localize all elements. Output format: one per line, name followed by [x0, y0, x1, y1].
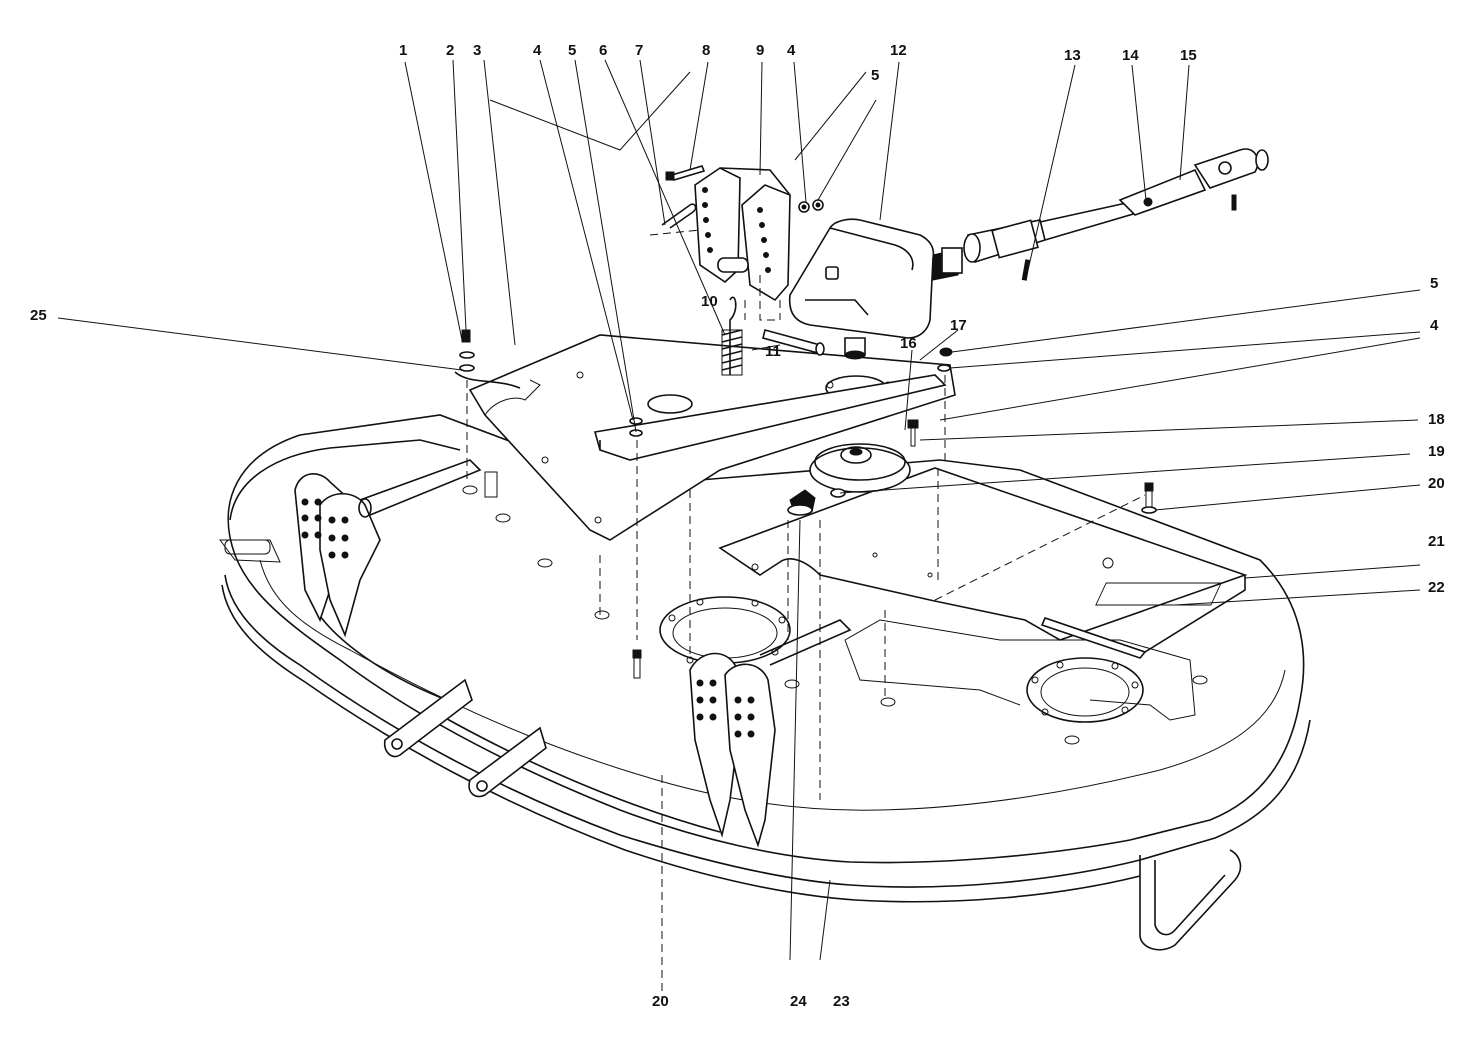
rear-hinge-brackets: [294, 459, 498, 638]
front-drawbar-lugs: [383, 678, 547, 798]
callout-4-b: 4: [787, 42, 796, 59]
callout-4-a: 4: [533, 42, 542, 59]
callout-labels: 1 2 3 4 5 6 7 8 9 4 5 12 13 14 15 5 4 25…: [30, 42, 1445, 1010]
callout-13: 13: [1064, 47, 1081, 64]
tension-spring: [721, 296, 743, 376]
gearbox: [788, 218, 963, 360]
drive-bracket-holes: [702, 187, 771, 273]
callout-4-c: 4: [1430, 317, 1439, 334]
callout-2: 2: [446, 42, 454, 59]
callout-19: 19: [1428, 443, 1445, 460]
callout-3: 3: [473, 42, 481, 59]
callout-25: 25: [30, 307, 47, 324]
front-hinge-brackets: [689, 619, 852, 848]
assembly-guide-lines: [466, 229, 1146, 1000]
drive-shaft: [963, 148, 1269, 281]
leader-lines: [57, 59, 1421, 961]
hardware: [454, 165, 1157, 679]
callout-7: 7: [635, 42, 643, 59]
callout-9: 9: [756, 42, 764, 59]
callout-15: 15: [1180, 47, 1197, 64]
callout-10: 10: [701, 293, 718, 310]
callout-23: 23: [833, 993, 850, 1010]
callout-20-b: 20: [652, 993, 669, 1010]
idler-arm-plate: [718, 467, 1248, 659]
callout-11: 11: [765, 343, 781, 360]
callout-14: 14: [1122, 47, 1139, 64]
gearbox-mounting-plate: [468, 334, 956, 541]
callout-1: 1: [399, 42, 407, 59]
callout-24: 24: [790, 993, 807, 1010]
callout-18: 18: [1428, 411, 1445, 428]
callout-17: 17: [950, 317, 967, 334]
callout-5-a: 5: [568, 42, 576, 59]
callout-16: 16: [900, 335, 917, 352]
idler-pulley: [809, 443, 911, 498]
front-bracket-holes: [696, 679, 755, 738]
callout-22: 22: [1428, 579, 1445, 596]
drive-bracket: [694, 167, 791, 302]
callout-8: 8: [702, 42, 710, 59]
callout-5-c: 5: [1430, 275, 1438, 292]
callout-21: 21: [1428, 533, 1445, 550]
callout-6: 6: [599, 42, 607, 59]
hinge-bracket-holes: [301, 498, 349, 559]
callout-12: 12: [890, 42, 907, 59]
callout-20-a: 20: [1428, 475, 1445, 492]
callout-5-b: 5: [871, 67, 879, 84]
